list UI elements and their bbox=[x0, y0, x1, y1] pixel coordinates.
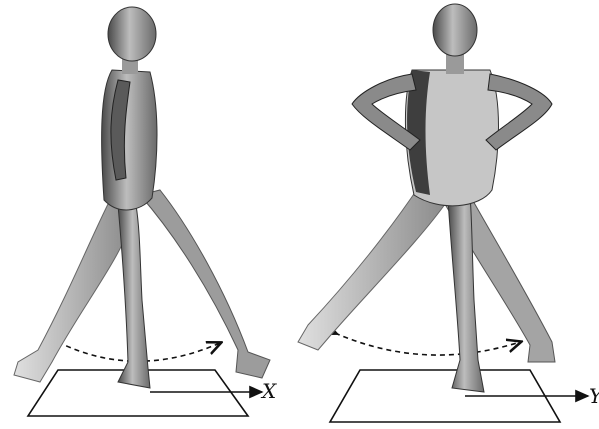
left-back-leg bbox=[14, 200, 132, 382]
left-axis-label: X bbox=[260, 379, 277, 403]
left-front-leg bbox=[140, 190, 270, 378]
left-panel: X bbox=[14, 7, 277, 416]
right-axis-label: Y bbox=[589, 384, 599, 408]
right-swing-arc bbox=[335, 333, 520, 355]
right-neck bbox=[446, 54, 464, 74]
right-panel: Y bbox=[298, 4, 599, 422]
right-head bbox=[433, 4, 477, 56]
right-swing-leg bbox=[298, 185, 448, 350]
left-head bbox=[108, 7, 156, 61]
left-torso bbox=[102, 70, 157, 210]
left-human-figure bbox=[14, 7, 270, 388]
